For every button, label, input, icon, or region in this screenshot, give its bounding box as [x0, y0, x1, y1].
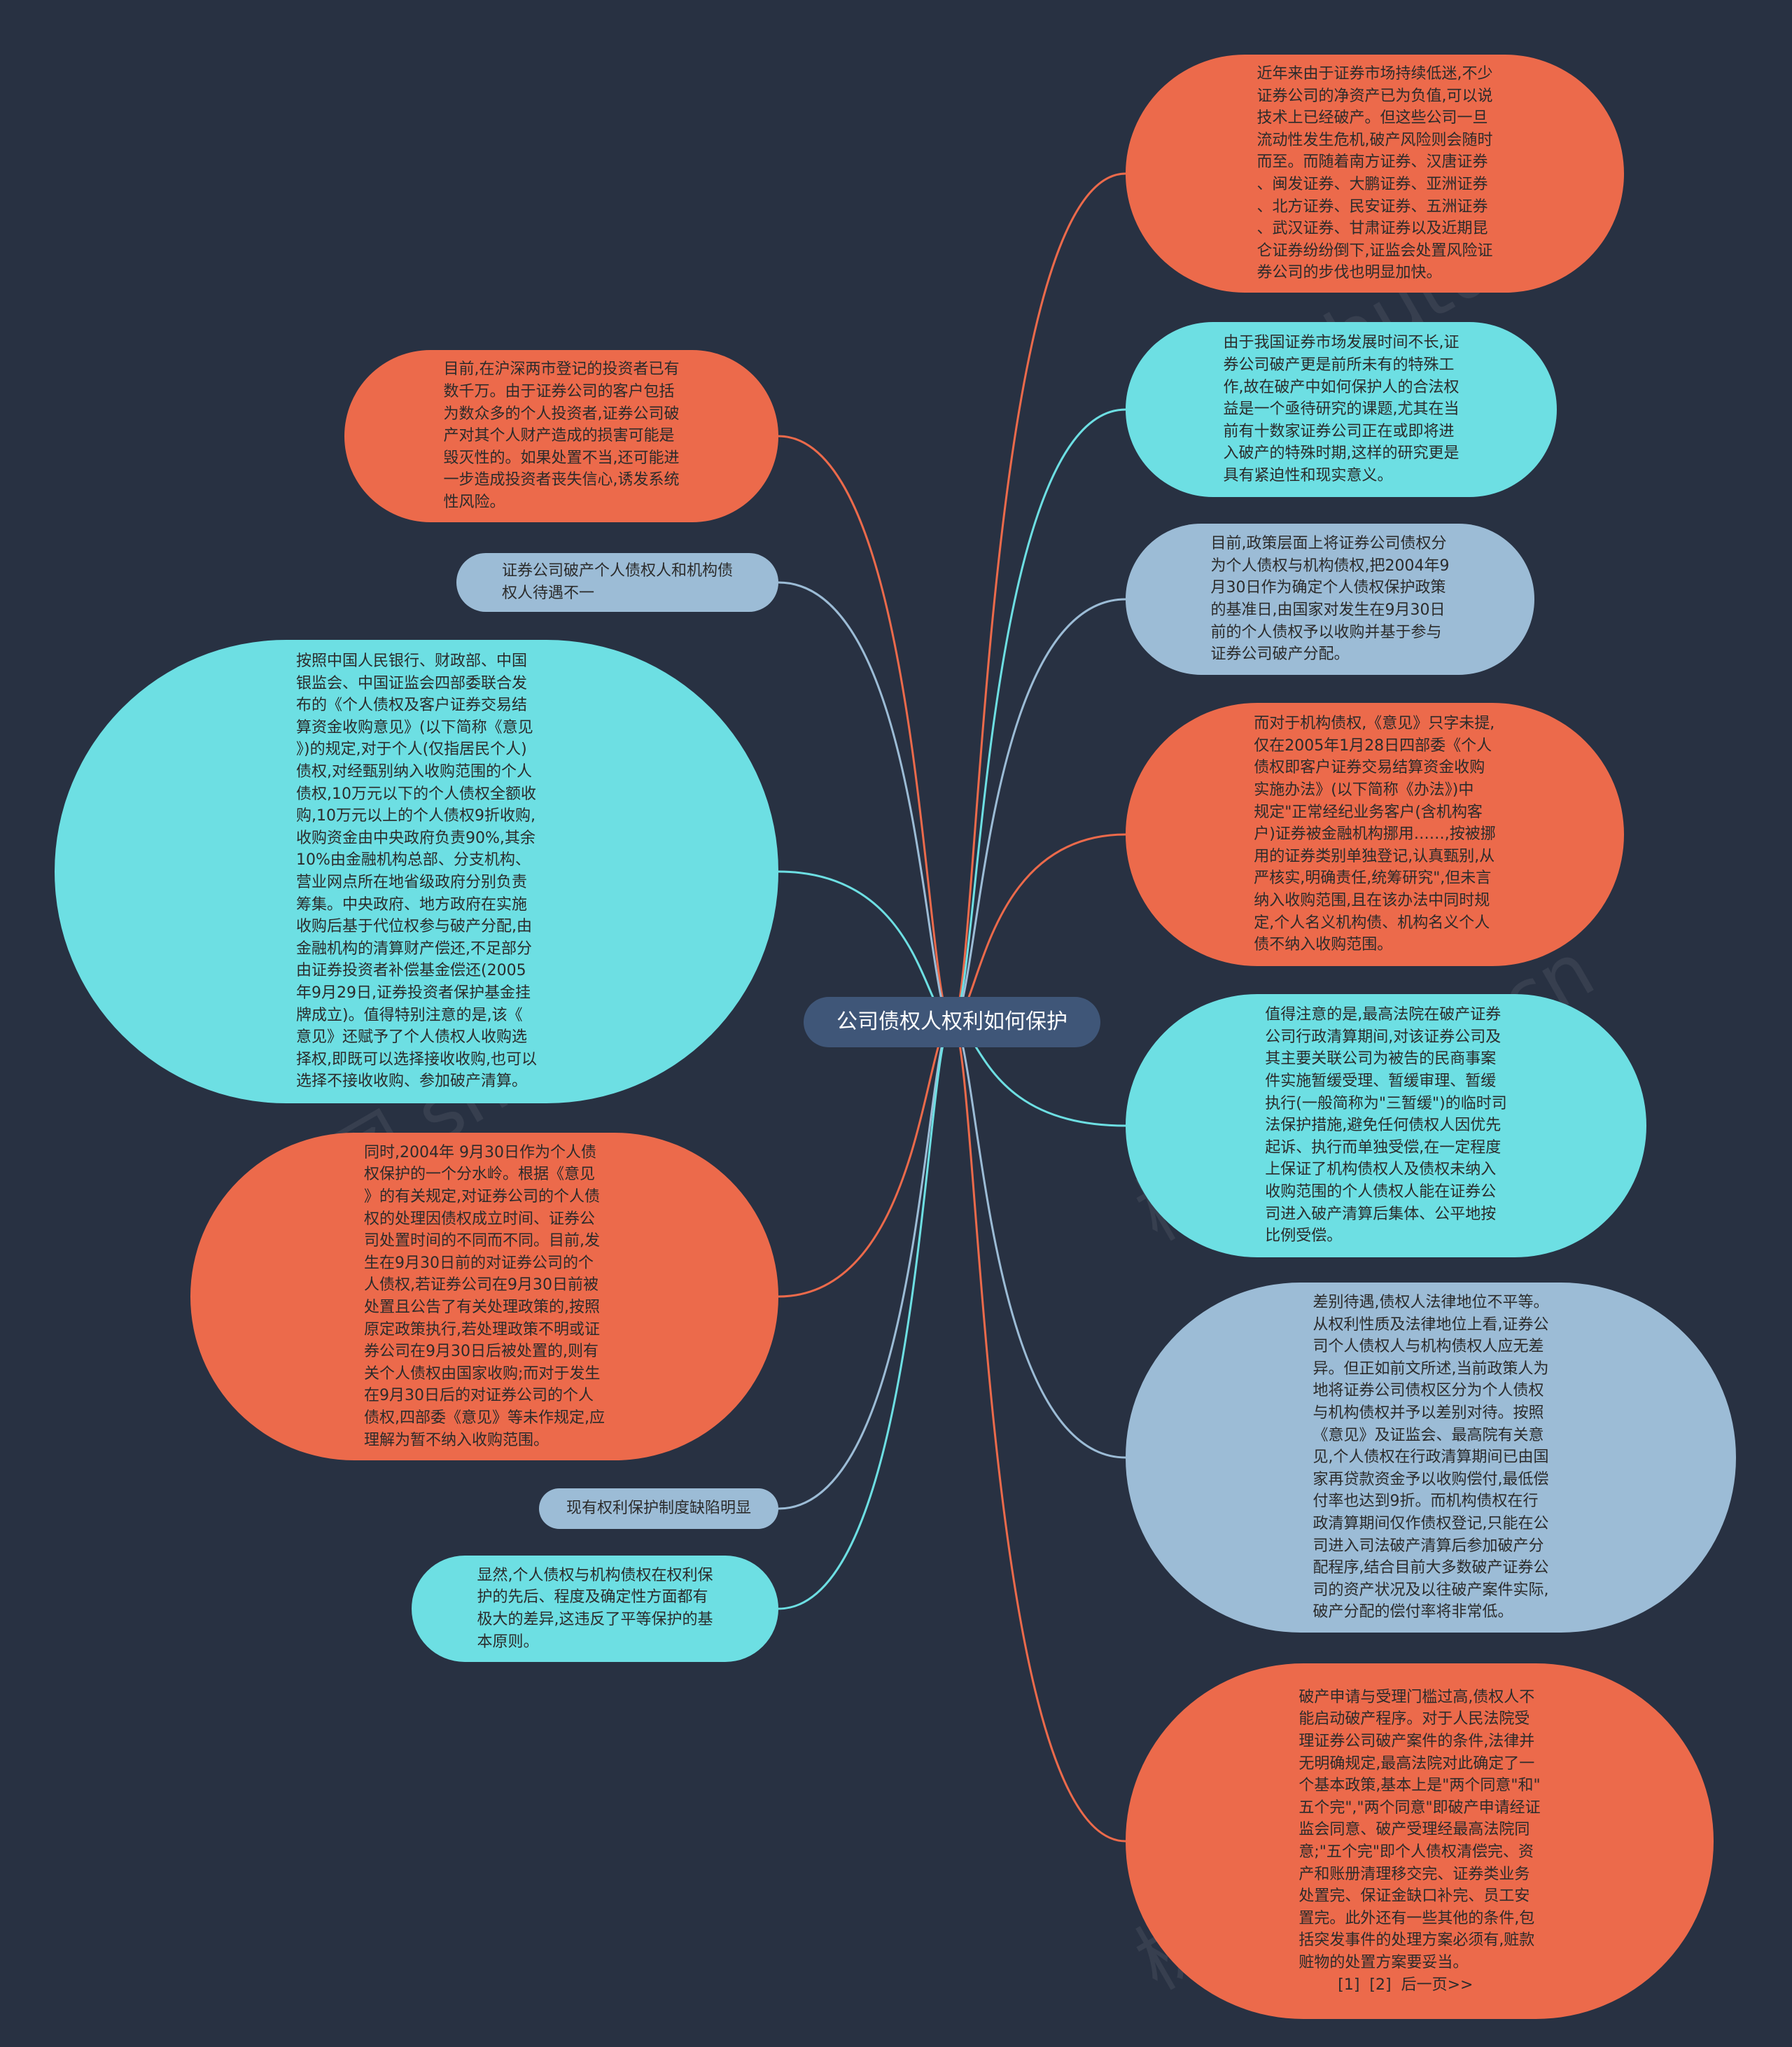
topic-node-text: 由于我国证券市场发展时间不长,证 券公司破产更是前所未有的特殊工 作,故在破产中…: [1223, 334, 1460, 484]
topic-node-right-1[interactable]: 近年来由于证券市场持续低迷,不少 证券公司的净资产已为负值,可以说 技术上已经破…: [1126, 55, 1624, 293]
connector-line: [951, 1021, 1126, 1843]
topic-node-right-7[interactable]: 破产申请与受理门槛过高,债权人不 能启动破产程序。对于人民法院受 理证券公司破产…: [1126, 1663, 1714, 2019]
connector-line: [951, 598, 1126, 1024]
topic-node-text: 目前,在沪深两市登记的投资者已有 数千万。由于证券公司的客户包括 为数众多的个人…: [443, 361, 680, 511]
connector-line: [951, 408, 1126, 1024]
topic-node-text: 按照中国人民银行、财政部、中国 银监会、中国证监会四部委联合发 布的《个人债权及…: [296, 652, 537, 1091]
topic-node-text: 现有权利保护制度缺陷明显: [566, 1500, 751, 1518]
connector-line: [778, 1021, 953, 1610]
central-topic[interactable]: 公司债权人权利如何保护: [804, 997, 1100, 1047]
topic-node-left-2[interactable]: 证券公司破产个人债权人和机构债 权人待遇不一: [456, 553, 778, 612]
central-topic-title: 公司债权人权利如何保护: [836, 1009, 1068, 1034]
topic-node-text: 证券公司破产个人债权人和机构债 权人待遇不一: [501, 562, 733, 602]
topic-node-text: 目前,政策层面上将证券公司债权分 为个人债权与机构债权,把2004年9 月30日…: [1210, 535, 1450, 664]
topic-node-left-5[interactable]: 现有权利保护制度缺陷明显: [539, 1488, 778, 1529]
topic-node-text: 差别待遇,债权人法律地位不平等。 从权利性质及法律地位上看,证券公 司个人债权人…: [1312, 1294, 1549, 1621]
topic-node-text: 同时,2004年 9月30日作为个人债 权保护的一个分水岭。根据《意见 》的有关…: [364, 1143, 605, 1449]
connector-line: [951, 172, 1126, 1024]
topic-node-right-3[interactable]: 目前,政策层面上将证券公司债权分 为个人债权与机构债权,把2004年9 月30日…: [1126, 524, 1534, 675]
topic-node-text: 近年来由于证券市场持续低迷,不少 证券公司的净资产已为负值,可以说 技术上已经破…: [1256, 65, 1493, 282]
topic-node-text: 显然,个人债权与机构债权在权利保 护的先后、程度及确定性方面都有 极大的差异,这…: [477, 1566, 713, 1651]
topic-node-text: 而对于机构债权,《意见》只字未提, 仅在2005年1月28日四部委《个人 债权即…: [1254, 715, 1496, 954]
topic-node-right-2[interactable]: 由于我国证券市场发展时间不长,证 券公司破产更是前所未有的特殊工 作,故在破产中…: [1126, 322, 1557, 497]
connector-line: [778, 435, 953, 1024]
topic-node-left-4[interactable]: 同时,2004年 9月30日作为个人债 权保护的一个分水岭。根据《意见 》的有关…: [190, 1133, 778, 1460]
topic-node-text: 破产申请与受理门槛过高,债权人不 能启动破产程序。对于人民法院受 理证券公司破产…: [1298, 1688, 1541, 1994]
connector-line: [778, 581, 953, 1024]
topic-node-text: 值得注意的是,最高法院在破产证券 公司行政清算期间,对该证券公司及 其主要关联公…: [1265, 1006, 1507, 1245]
topic-node-left-1[interactable]: 目前,在沪深两市登记的投资者已有 数千万。由于证券公司的客户包括 为数众多的个人…: [344, 350, 778, 522]
topic-node-right-5[interactable]: 值得注意的是,最高法院在破产证券 公司行政清算期间,对该证券公司及 其主要关联公…: [1126, 994, 1646, 1257]
topic-node-right-4[interactable]: 而对于机构债权,《意见》只字未提, 仅在2005年1月28日四部委《个人 债权即…: [1126, 703, 1624, 966]
topic-node-left-3[interactable]: 按照中国人民银行、财政部、中国 银监会、中国证监会四部委联合发 布的《个人债权及…: [55, 640, 778, 1103]
topic-node-left-6[interactable]: 显然,个人债权与机构债权在权利保 护的先后、程度及确定性方面都有 极大的差异,这…: [412, 1556, 778, 1662]
topic-node-right-6[interactable]: 差别待遇,债权人法律地位不平等。 从权利性质及法律地位上看,证券公 司个人债权人…: [1126, 1283, 1736, 1633]
